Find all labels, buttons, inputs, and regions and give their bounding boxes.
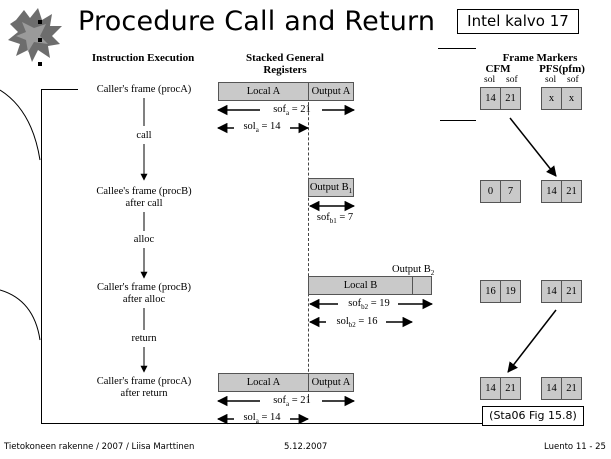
pfs-sol-4: 14 [541,377,562,400]
measure-sof-b1: sofb1 = 7 [310,212,360,227]
measure-sof-b2-value: = 19 [370,298,390,309]
pfs-to-cfm-arrow [507,309,557,373]
step-label-3-line1: Caller's frame (procB) [96,282,192,293]
cfm-sol-3: 16 [480,280,501,303]
leaf-logo-icon [8,8,62,62]
step-label-1-line1: Caller's frame (procA) [96,84,192,95]
measure-sol-a-2: sola = 14 [234,412,290,427]
step-marker-line [42,89,78,90]
measure-sol-a-2-value: = 14 [261,412,281,423]
slide-border-bottom [41,423,583,424]
step-label-1: Caller's frame (procA) [74,84,214,96]
pfs-sol-2: 14 [541,180,562,203]
header-cfm: CFM [485,63,511,75]
measure-sof-a-2-sub: a [286,400,290,409]
frame-local-a-1: Local A [218,82,309,101]
footer-course: Tietokoneen rakenne / 2007 / Liisa Martt… [4,442,195,452]
slide-title: Procedure Call and Return [78,6,436,37]
measure-sol-a-1-sub: a [255,126,259,135]
header-stacked-registers: Stacked General Registers [225,52,345,76]
decorative-curve-bottom [0,289,41,341]
transition-call: call [136,130,152,141]
measure-sol-b2-sub: b2 [348,321,356,330]
measure-sol-a-1-value: = 14 [261,121,281,132]
frame-output-a-1: Output A [308,82,354,101]
frame-output-b2 [412,276,432,295]
slide-border-left [41,89,42,423]
step-label-2-line2: after call [125,198,163,209]
step-label-4: Caller's frame (procA) after return [74,376,214,400]
step-label-4-line2: after return [120,388,168,399]
step-label-4-line1: Caller's frame (procA) [96,376,192,387]
measure-sof-a-1: sofa = 21 [262,104,322,119]
cfm-sof-4: 21 [500,377,521,400]
cfm-sof-3: 19 [500,280,521,303]
measure-sof-b2-name: sof [348,298,362,309]
header-pfs-sol: sol [545,75,557,85]
decorative-curve-top [0,89,41,161]
step-label-2-line1: Callee's frame (procB) [96,186,192,197]
header-instruction-execution: Instruction Execution [91,52,195,64]
measure-sof-b2-sub: b2 [361,303,369,312]
frame-output-b1-sub: 1 [348,187,353,196]
logo [6,6,68,68]
divider-under-title [438,48,476,49]
measure-sof-a-1-value: = 21 [291,104,311,115]
measure-sol-a-1: sola = 14 [234,121,290,136]
transition-return: return [131,333,157,344]
measure-sof-b2: sofb2 = 19 [340,298,398,313]
frame-output-b2-label: Output B2 [392,264,452,279]
reference-label: Intel kalvo 17 [457,9,579,34]
register-boundary-dashed [308,82,309,402]
pfs-sof-3: 21 [561,280,582,303]
measure-sof-b1-value: = 7 [339,212,354,223]
measure-sof-b1-name: sof [316,212,330,223]
measure-sol-b2: solb2 = 16 [328,316,386,331]
step-marker-line-right [440,120,476,121]
frame-output-b2-text: Output B [392,264,431,275]
cfm-to-pfs-arrow [509,117,557,177]
measure-sol-b2-name: sol [336,316,349,327]
frame-local-a-2: Local A [218,373,309,392]
pfs-sof-4: 21 [561,377,582,400]
measure-sof-a-2: sofa = 21 [262,395,322,410]
header-stacked-registers-line1: Stacked General [246,52,324,64]
header-frame-markers: Frame Markers [502,52,578,64]
measure-sof-a-1-name: sof [273,104,287,115]
figure-reference: (Sta06 Fig 15.8) [482,406,584,426]
pfs-sof-1: x [561,87,582,110]
frame-output-a-2: Output A [308,373,354,392]
footer-lecture: Luento 11 - 25 [544,442,606,452]
measure-sof-a-2-value: = 21 [291,395,311,406]
header-cfm-sof: sof [506,75,518,85]
measure-sof-a-1-sub: a [286,109,290,118]
header-pfs: PFS(pfm) [539,63,585,75]
measure-sol-b2-value: = 16 [358,316,378,327]
step-label-3-line2: after alloc [122,294,166,305]
frame-output-b2-sub: 2 [430,269,435,278]
frame-output-b1: Output B1 [308,178,354,197]
bullet-dots [38,20,42,80]
header-cfm-sol: sol [484,75,496,85]
step-label-2: Callee's frame (procB) after call [74,186,214,210]
transition-alloc: alloc [133,234,155,245]
measure-sol-a-2-sub: a [255,417,259,426]
frame-output-b1-label: Output B [309,182,349,193]
cfm-sof-2: 7 [500,180,521,203]
footer-date: 5.12.2007 [284,442,328,452]
cfm-sof-1: 21 [500,87,521,110]
header-stacked-registers-line2: Registers [263,64,307,76]
measure-sof-a-2-name: sof [273,395,287,406]
measure-sof-b1-sub: b1 [329,217,337,226]
measure-sol-a-1-name: sol [243,121,256,132]
pfs-sof-2: 21 [561,180,582,203]
header-pfs-sof: sof [567,75,579,85]
measure-sol-a-2-name: sol [243,412,256,423]
step-label-3: Caller's frame (procB) after alloc [74,282,214,306]
